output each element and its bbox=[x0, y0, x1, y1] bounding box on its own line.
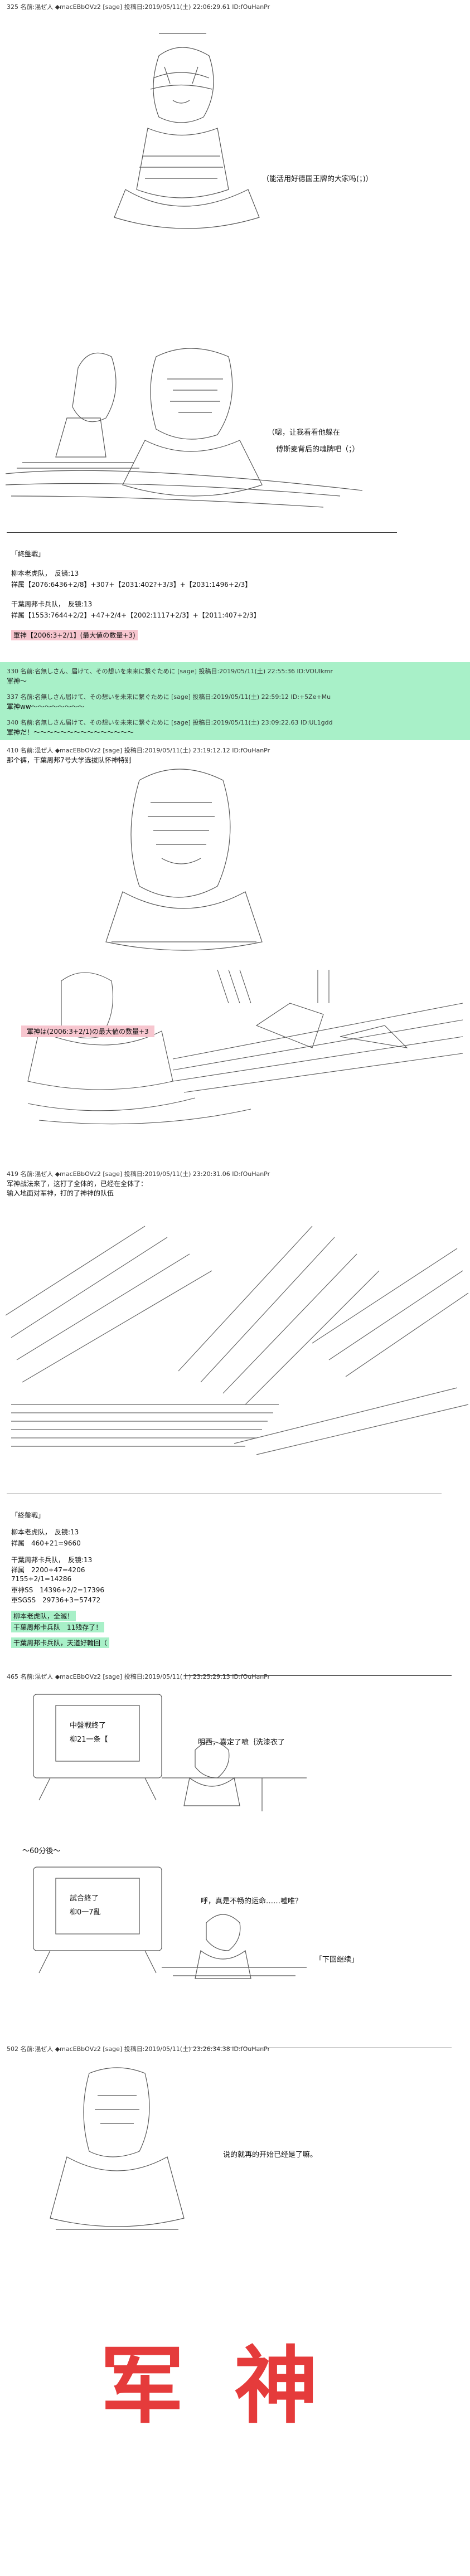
post-header-330: 330 名前:名無しさん、届けて、その想いを未来に繋ぐために [sage] 投稿… bbox=[7, 668, 333, 675]
post-body-419: 军神战法来了，这打了全体的，已经在全体了： bbox=[7, 1180, 148, 1188]
ascii-art-final-character bbox=[33, 2062, 201, 2240]
post-header-502: 502 名前:混ぜ人 ◆macEBbOVz2 [sage] 投稿日:2019/0… bbox=[7, 2045, 270, 2053]
post-header-410: 410 名前:混ぜ人 ◆macEBbOVz2 [sage] 投稿日:2019/0… bbox=[7, 747, 270, 754]
status-highlight: 軍神【2006:3+2/1】(最大値の数量+3) bbox=[11, 630, 138, 640]
ascii-art-tv-scene-2 bbox=[28, 1856, 318, 1995]
ascii-art-girl-reading bbox=[92, 22, 276, 240]
status-line: 祥属 2200+47=4206 bbox=[11, 1566, 85, 1574]
post-header-419: 419 名前:混ぜ人 ◆macEBbOVz2 [sage] 投稿日:2019/0… bbox=[7, 1170, 270, 1178]
ascii-art-character-closeup bbox=[78, 764, 284, 953]
highlighted-responses bbox=[0, 662, 470, 740]
status-line: 祥属【1553:7644+2/2】+47+2/4+【2002:1117+2/3】… bbox=[11, 611, 260, 619]
result-line: 柳本老虎队，全滅！ bbox=[11, 1611, 76, 1621]
post-body-337: 軍神ww～～～～～～～～ bbox=[7, 703, 85, 711]
tv-screen-2-text: 試合終了 bbox=[70, 1894, 99, 1903]
ascii-art-tv-scene-1 bbox=[28, 1683, 318, 1822]
speech-bubble-2: 呼，真是不畅的运命……嘘唯？ bbox=[201, 1897, 303, 1906]
post-body-340: 軍神だ！～～～～～～～～～～～～～～～ bbox=[7, 728, 134, 736]
ascii-art-battle-scene bbox=[6, 959, 463, 1148]
status-line: 祥属【2076:6436+2/8】+307+【2031:402?+3/3】+【2… bbox=[11, 581, 252, 589]
status-line: 干葉周邦卡兵队， 反镜:13 bbox=[11, 1556, 93, 1564]
ascii-art-speed-lines bbox=[0, 1204, 470, 1477]
post-325-caption: （能活用好德国王牌的大家吗(；)） bbox=[262, 175, 373, 183]
status-line: 柳本老虎队， 反镜:13 bbox=[11, 1528, 79, 1536]
ascii-art-two-characters bbox=[6, 334, 362, 518]
time-skip-note: ～60分後～ bbox=[22, 1847, 61, 1855]
post-body-410: 那个裤，干葉周邦7号大学选拔队怀神特别 bbox=[7, 756, 132, 764]
post-body-419-2: 输入地面对军神，打的了神神的队伍 bbox=[7, 1189, 114, 1197]
status-title: 「終盤戦」 bbox=[11, 550, 45, 558]
status-line: 軍神SS 14396+2/2=17396 bbox=[11, 1586, 105, 1594]
tv-screen-1-text-2: 柳21一条【 bbox=[70, 1736, 108, 1744]
divider bbox=[184, 1675, 452, 1676]
post-scene2-caption: （嗯，让我看看他躲在 bbox=[268, 429, 341, 437]
post-body-330: 軍神～ bbox=[7, 677, 27, 685]
status-line: 7155+2/1=14286 bbox=[11, 1575, 72, 1583]
post-header-337: 337 名前:名無しさん届けて、その想いを未来に繋ぐために [sage] 投稿日… bbox=[7, 693, 331, 701]
pink-note: 軍神は(2006:3+2/1)の最大値の数量+3 bbox=[21, 1025, 154, 1037]
post-502-caption: 说的就再的开始已经是了嘛。 bbox=[223, 2151, 318, 2159]
banner-junshen: 军神 bbox=[100, 2338, 369, 2435]
status-line: 柳本老虎队， 反镜:13 bbox=[11, 570, 79, 577]
status-line: 祥属 460+21=9660 bbox=[11, 1539, 81, 1547]
divider bbox=[7, 532, 397, 533]
speech-bubble-1: 明西，喜定了喷｛洗漆衣了 bbox=[198, 1738, 285, 1747]
next-episode-note: 「下回继续」 bbox=[315, 1956, 359, 1964]
post-header-325: 325 名前:混ぜ人 ◆macEBbOVz2 [sage] 投稿日:2019/0… bbox=[7, 3, 270, 11]
result-line: 干葉周邦卡兵队 11残存了！ bbox=[11, 1622, 105, 1632]
result-line: 干葉周邦卡兵队，天道好輪回（ bbox=[11, 1637, 110, 1648]
post-header-340: 340 名前:名無しさん届けて、その想いを未来に繋ぐために [sage] 投稿日… bbox=[7, 719, 333, 726]
post-scene2-caption-2: 傅斯麦背后的魂牌吧（；） bbox=[276, 445, 360, 454]
status-title-419: 「終盤戦」 bbox=[11, 1511, 45, 1519]
tv-screen-1-text: 中盤戦終了 bbox=[70, 1722, 106, 1730]
tv-screen-2-text-2: 柳0一7亂 bbox=[70, 1908, 101, 1917]
status-line: 軍SGSS 29736+3=57472 bbox=[11, 1596, 101, 1604]
status-line: 干葉周邦卡兵队， 反镜:13 bbox=[11, 600, 93, 608]
post-header-465: 465 名前:混ぜ人 ◆macEBbOVz2 [sage] 投稿日:2019/0… bbox=[7, 1673, 270, 1680]
